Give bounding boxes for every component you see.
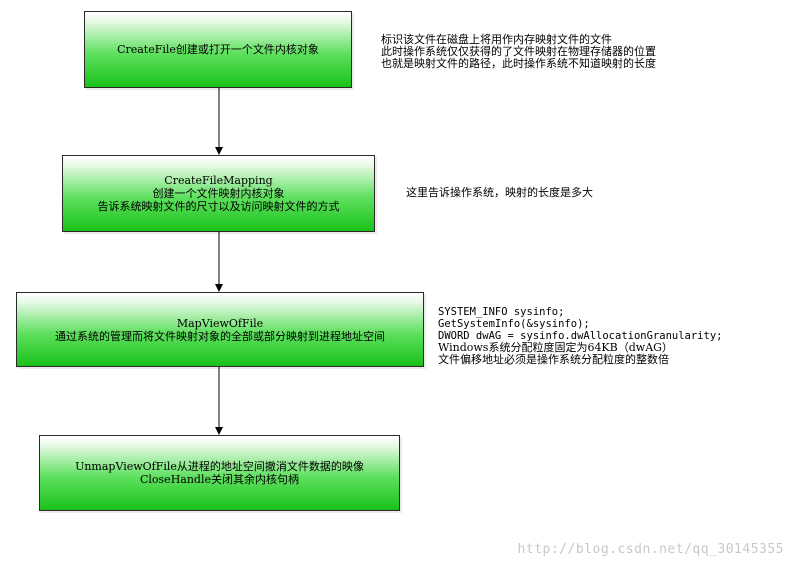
step-unmapview-box: UnmapViewOfFile从进程的地址空间撤消文件数据的映像 CloseHa…: [39, 435, 400, 511]
step-createfilemapping-title: CreateFileMapping: [164, 174, 273, 187]
step-createfile-text: CreateFile创建或打开一个文件内核对象: [117, 43, 319, 56]
step-createfile-box: CreateFile创建或打开一个文件内核对象: [84, 11, 352, 88]
note-mapview-line-5: 文件偏移地址必须是操作系统分配粒度的整数倍: [438, 353, 669, 366]
note-mapviewoffile: SYSTEM_INFO sysinfo; GetSystemInfo(&sysi…: [438, 306, 722, 366]
step-createfilemapping-desc-1: 创建一个文件映射内核对象: [152, 187, 285, 200]
note-mapview-line-4: Windows系统分配粒度固定为64KB（dwAG）: [438, 341, 673, 354]
note-createfile: 标识该文件在磁盘上将用作内存映射文件的文件 此时操作系统仅仅获得的了文件映射在物…: [381, 34, 656, 70]
note-mapview-line-3: DWORD dwAG = sysinfo.dwAllocationGranula…: [438, 330, 723, 342]
step-mapviewoffile-box: MapViewOfFile 通过系统的管理而将文件映射对象的全部或部分映射到进程…: [16, 292, 424, 367]
step-mapviewoffile-desc: 通过系统的管理而将文件映射对象的全部或部分映射到进程地址空间: [55, 329, 385, 343]
note-createfilemapping: 这里告诉操作系统，映射的长度是多大: [406, 187, 593, 199]
step-createfilemapping-desc-2: 告诉系统映射文件的尺寸以及访问映射文件的方式: [97, 200, 340, 213]
step-unmapview-text-2: CloseHandle关闭其余内核句柄: [139, 473, 300, 486]
note-createfile-line-2: 此时操作系统仅仅获得的了文件映射在物理存储器的位置: [381, 45, 656, 58]
step-mapviewoffile-title: MapViewOfFile: [176, 316, 264, 330]
note-mapview-line-1: SYSTEM_INFO sysinfo;: [438, 306, 565, 318]
note-mapview-line-2: GetSystemInfo(&sysinfo);: [438, 318, 590, 330]
note-createfile-line-3: 也就是映射文件的路径，此时操作系统不知道映射的长度: [381, 57, 656, 70]
note-createfilemapping-line-1: 这里告诉操作系统，映射的长度是多大: [406, 186, 593, 199]
step-createfilemapping-box: CreateFileMapping 创建一个文件映射内核对象 告诉系统映射文件的…: [62, 155, 375, 232]
step-unmapview-text-1: UnmapViewOfFile从进程的地址空间撤消文件数据的映像: [75, 460, 364, 473]
watermark-url: http://blog.csdn.net/qq_30145355: [517, 542, 784, 557]
note-createfile-line-1: 标识该文件在磁盘上将用作内存映射文件的文件: [381, 33, 612, 46]
